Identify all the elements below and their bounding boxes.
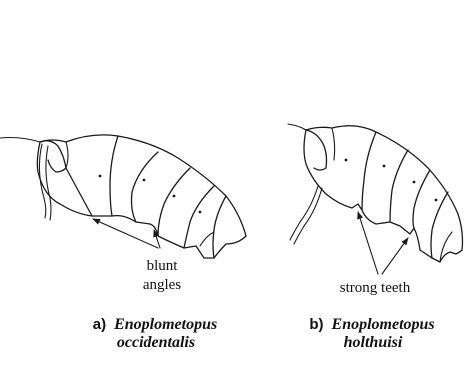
segment-4-a bbox=[158, 168, 190, 236]
caption-a-species: occidentalis bbox=[117, 334, 195, 351]
surface-pit-b1 bbox=[345, 159, 348, 162]
tail-detail-b bbox=[440, 232, 452, 262]
tail-segment-a bbox=[213, 196, 226, 258]
appendage-line-a3 bbox=[46, 146, 51, 220]
segment-1-groove-b bbox=[332, 128, 335, 160]
surface-pit-a3 bbox=[173, 195, 176, 198]
caption-a-genus: Enoplometopus bbox=[113, 316, 217, 333]
surface-pit-a1 bbox=[99, 175, 102, 178]
segment-3-a bbox=[132, 152, 159, 222]
segment-4-b bbox=[413, 170, 430, 228]
segment-3-b bbox=[390, 150, 408, 222]
segment-1-groove-a bbox=[66, 142, 68, 168]
tail-detail-a bbox=[200, 232, 214, 246]
caption-b: b) Enoplometopus bbox=[309, 316, 434, 333]
panel-a: blunt angles a) Enoplometopus occidental… bbox=[0, 135, 246, 351]
surface-pit-b3 bbox=[413, 181, 416, 184]
annotation-blunt: blunt bbox=[147, 258, 179, 274]
annotation-strong-teeth: strong teeth bbox=[340, 280, 411, 296]
lobster-abdomen-illustration-a bbox=[0, 135, 246, 258]
caption-b-genus: Enoplometopus bbox=[331, 316, 435, 333]
annotation-angles: angles bbox=[143, 277, 181, 293]
segment-2-b bbox=[362, 132, 376, 210]
caption-b-species: holthuisi bbox=[344, 334, 403, 351]
abdomen-ventral-outline-b bbox=[304, 130, 462, 262]
appendage-line-a1 bbox=[0, 138, 40, 143]
caption-a-letter: a) bbox=[93, 316, 106, 333]
segment-1-b bbox=[306, 130, 327, 170]
appendage-line-b3 bbox=[294, 188, 322, 244]
arrow-strong-tooth-1 bbox=[358, 212, 378, 274]
segment-1-a bbox=[40, 141, 66, 172]
abdomen-dorsal-outline-b bbox=[306, 126, 463, 250]
caption-a: a) Enoplometopus bbox=[93, 316, 217, 333]
panel-b: strong teeth b) Enoplometopus holthuisi bbox=[288, 124, 463, 351]
segment-2-back-a bbox=[110, 136, 118, 216]
surface-pit-a2 bbox=[143, 179, 146, 182]
segment-5-b bbox=[431, 192, 448, 258]
surface-pit-b4 bbox=[435, 199, 438, 202]
caption-b-letter: b) bbox=[309, 316, 323, 333]
segment-5-a bbox=[184, 186, 214, 248]
appendage-line-b2 bbox=[290, 186, 318, 240]
surface-pit-b2 bbox=[383, 165, 386, 168]
appendage-line-b1 bbox=[288, 124, 306, 130]
surface-pit-a4 bbox=[199, 211, 202, 214]
arrow-strong-tooth-2 bbox=[382, 238, 408, 274]
lobster-abdomen-illustration-b bbox=[288, 124, 463, 262]
